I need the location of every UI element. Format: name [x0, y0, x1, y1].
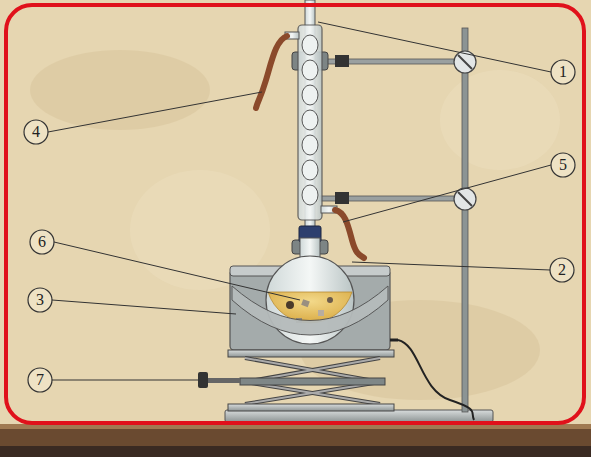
stand-base: [225, 410, 493, 422]
power-cord: [398, 340, 474, 420]
lab-jack: [198, 350, 394, 411]
callout-number: 4: [23, 122, 49, 142]
callout-number: 7: [27, 370, 53, 390]
callout-number: 6: [29, 232, 55, 252]
leader-lines: [48, 22, 551, 380]
callout-circles: [24, 60, 575, 392]
stand-rod: [462, 28, 468, 412]
callout-number: 1: [550, 62, 576, 82]
frame: [6, 5, 584, 423]
bottom-bar: [0, 446, 591, 457]
outlet-hose: [256, 36, 287, 108]
condenser: [285, 0, 337, 250]
texture: [30, 50, 560, 400]
callout-number: 3: [27, 290, 53, 310]
mantle-bowl: [232, 286, 388, 335]
callout-number: 5: [550, 155, 576, 175]
callout-number: 2: [549, 260, 575, 280]
table-surface: [0, 426, 591, 457]
